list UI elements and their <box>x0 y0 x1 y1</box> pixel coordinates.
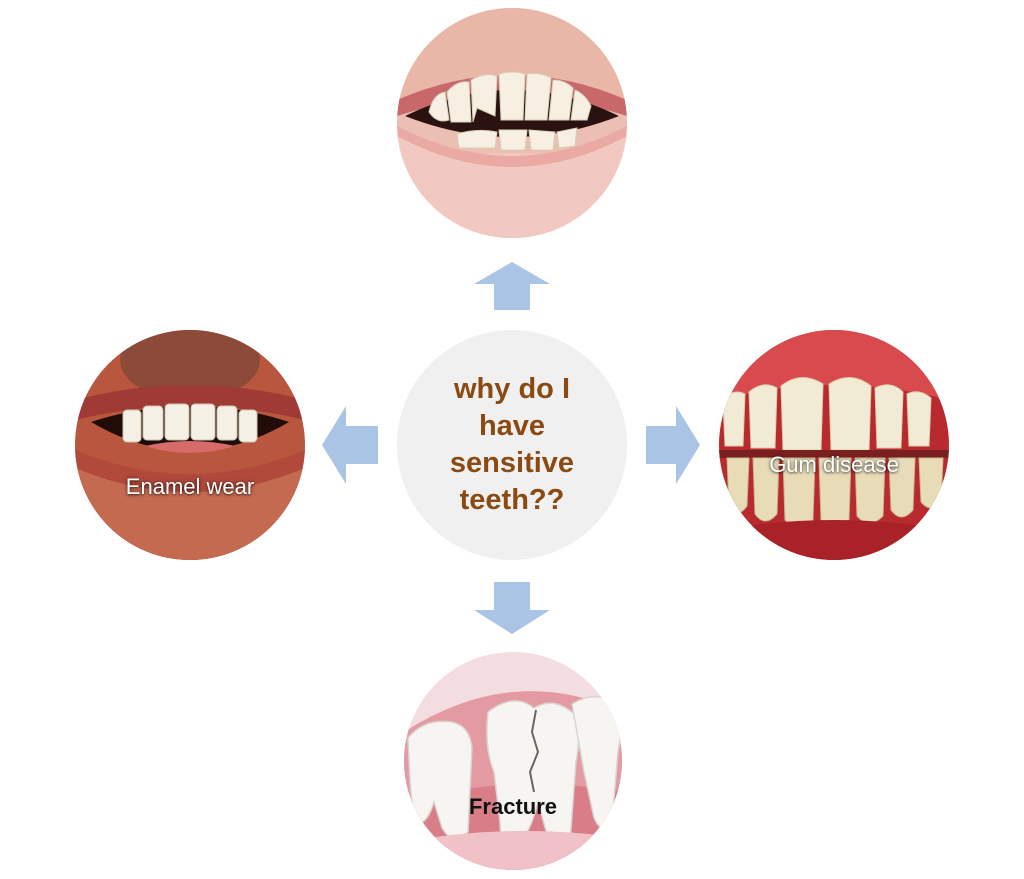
center-line: have <box>478 410 546 442</box>
node-right-gum-disease: Gum disease <box>719 330 949 560</box>
center-question-text: why do I have sensitive teeth?? <box>427 371 597 519</box>
center-line: sensitive <box>449 447 575 479</box>
chipped-teeth-photo-icon <box>397 8 627 238</box>
arrow-down <box>474 582 550 634</box>
node-bottom-fracture: Fracture <box>404 652 622 870</box>
center-line: teeth?? <box>459 484 565 516</box>
node-bottom-label: Fracture <box>468 794 558 819</box>
cracked-molar-illustration-icon <box>404 652 622 870</box>
arrow-left <box>322 406 378 484</box>
center-line: why do I <box>454 373 570 405</box>
center-question: why do I have sensitive teeth?? <box>397 330 627 560</box>
arrow-up <box>474 262 550 310</box>
inflamed-gums-photo-icon <box>719 330 949 560</box>
worn-enamel-smile-photo-icon <box>75 330 305 560</box>
node-right-label: Gum disease <box>769 452 899 477</box>
node-top-chipped-teeth <box>397 8 627 238</box>
node-left-enamel-wear: Enamel wear <box>75 330 305 560</box>
arrow-right <box>646 406 700 484</box>
node-left-label: Enamel wear <box>125 474 255 499</box>
